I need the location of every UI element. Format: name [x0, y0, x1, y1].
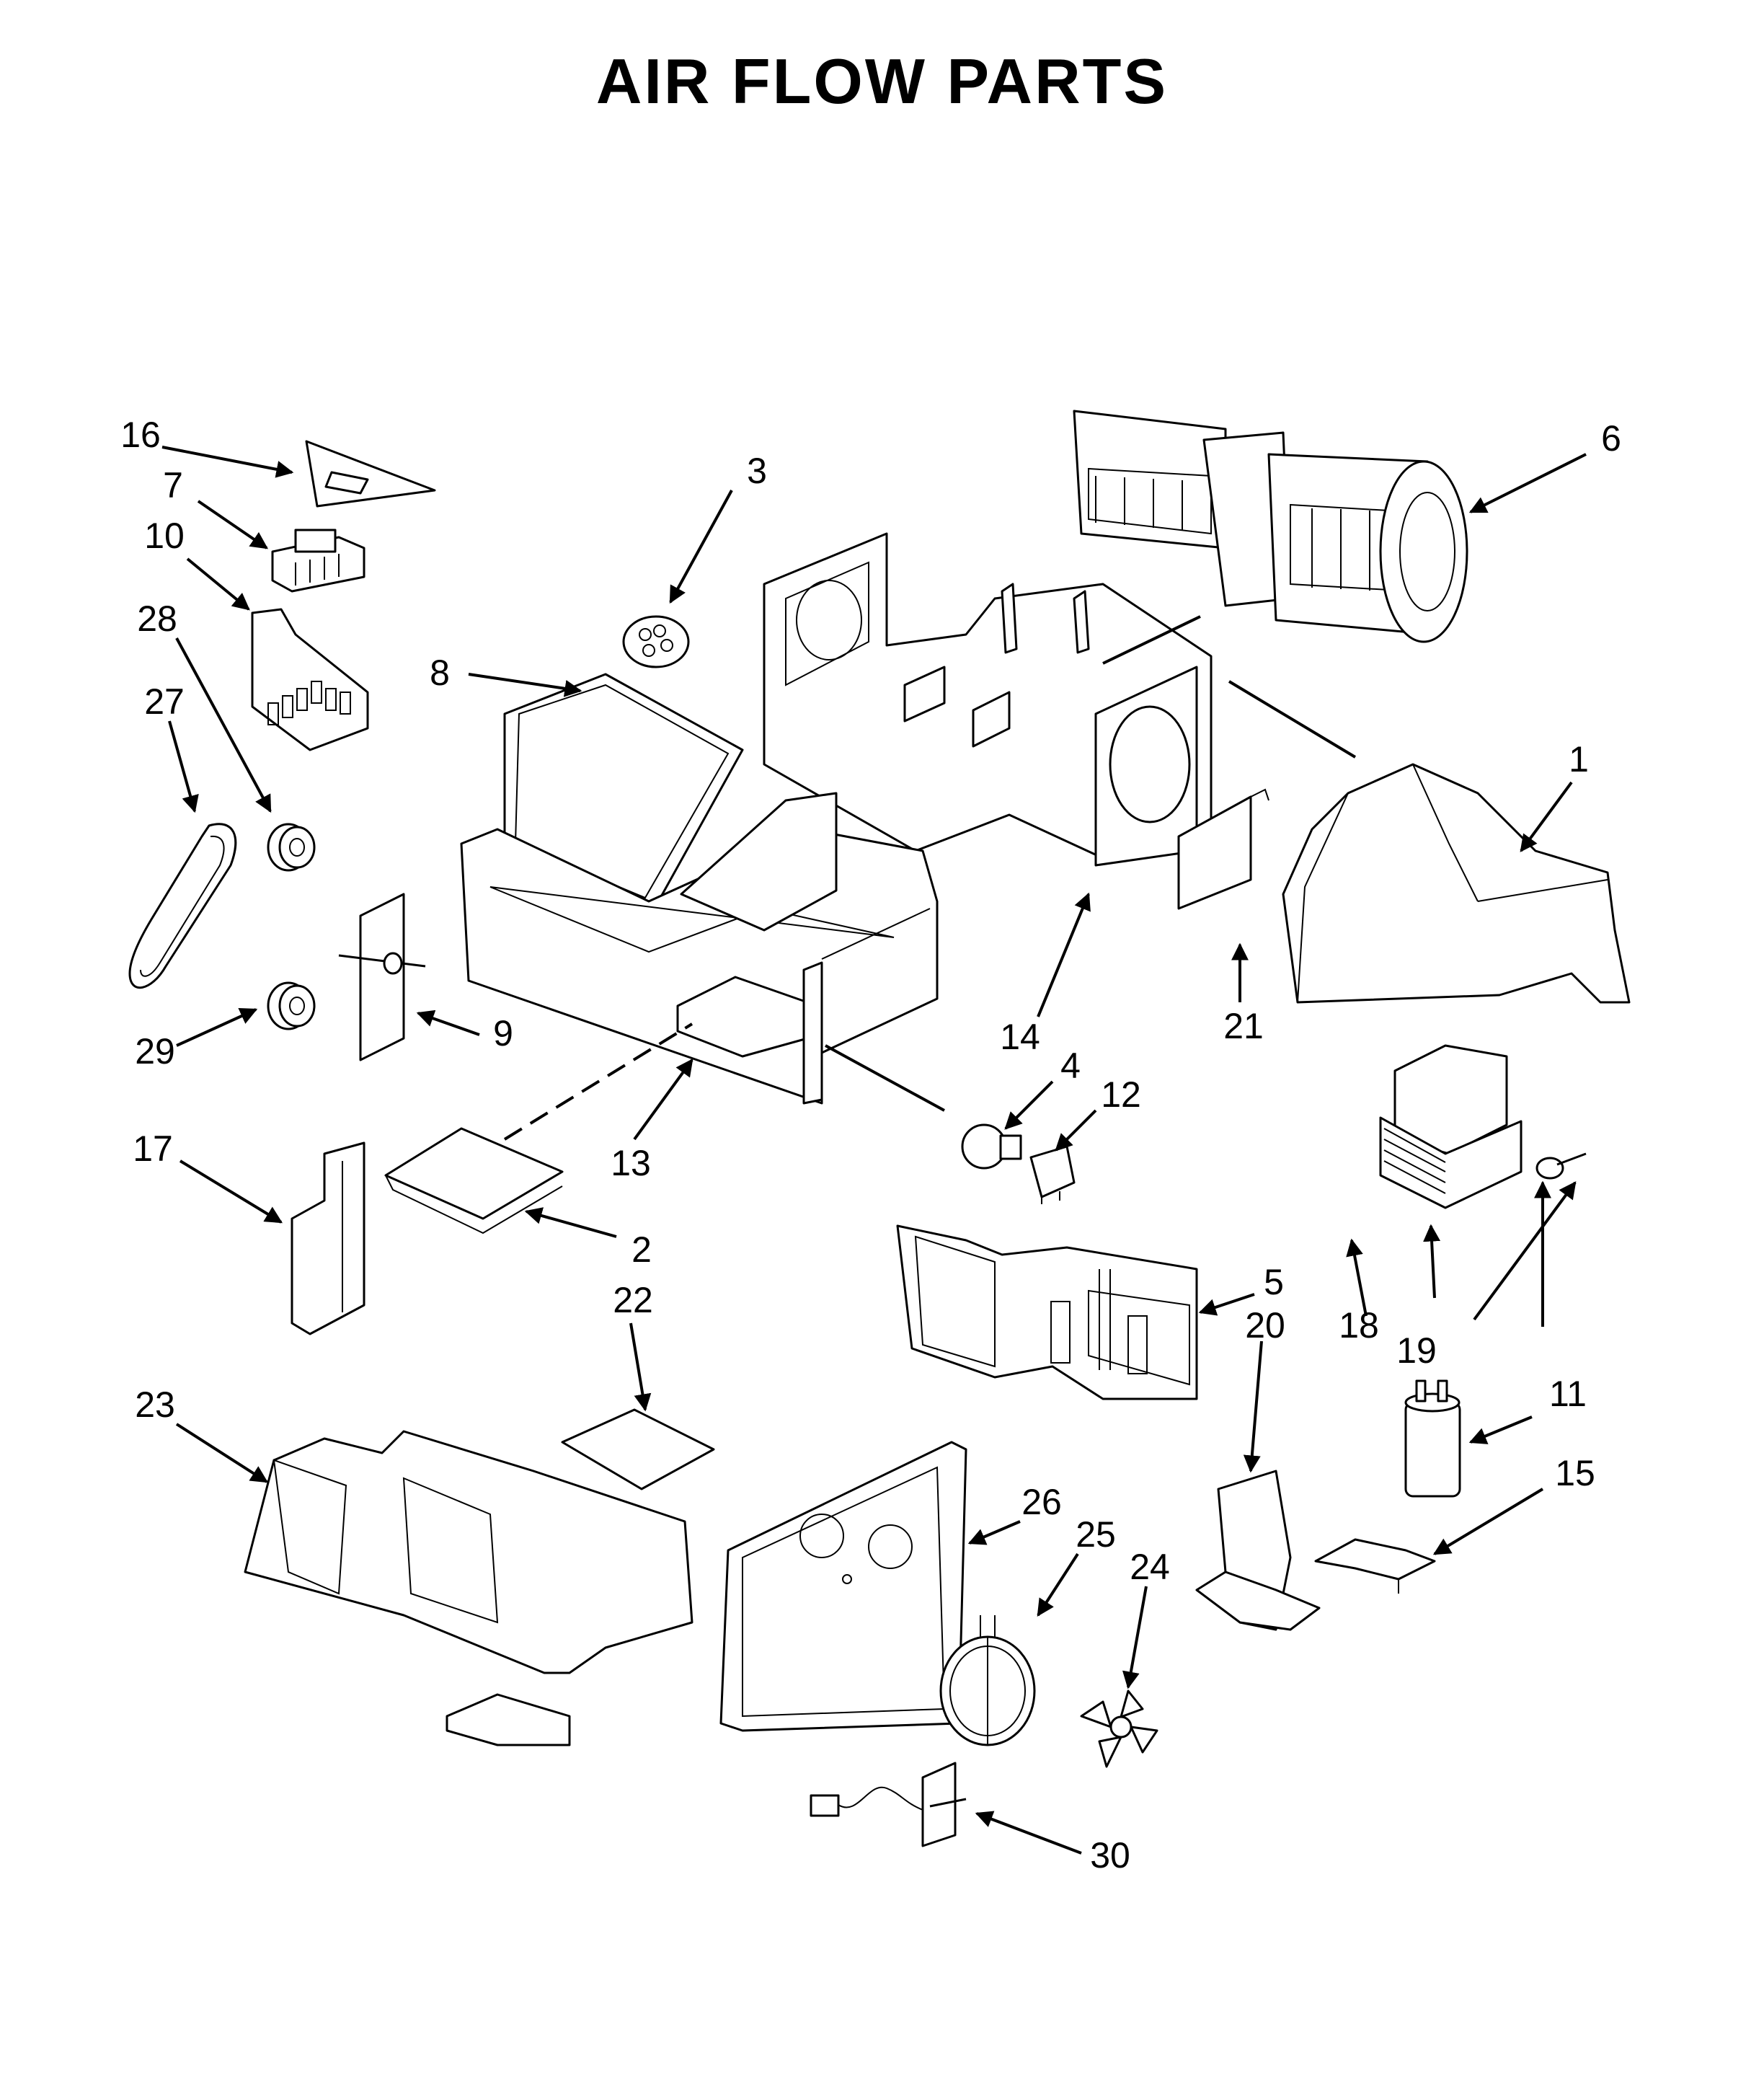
part-7-drawing — [271, 529, 365, 593]
page-title: AIR FLOW PARTS — [595, 45, 1169, 117]
callout-9: 9 — [493, 1013, 513, 1053]
callout-20: 20 — [1245, 1305, 1285, 1346]
part-1-drawing — [1282, 763, 1631, 1004]
callout-10: 10 — [144, 516, 185, 556]
callout-17: 17 — [133, 1128, 173, 1169]
part-6-drawing — [1073, 410, 1468, 643]
part-30-drawing — [810, 1762, 967, 1847]
part-24-drawing — [1080, 1689, 1158, 1768]
callout-2: 2 — [631, 1229, 652, 1270]
part-5-drawing — [896, 1224, 1198, 1400]
part-20-drawing — [1195, 1470, 1321, 1631]
part-8-drawing — [503, 673, 744, 914]
part-13-drawing — [460, 792, 939, 1105]
leader-lines — [161, 446, 1587, 1855]
part-19-drawing — [1535, 1152, 1587, 1180]
callout-15: 15 — [1555, 1453, 1595, 1493]
callout-6: 6 — [1601, 418, 1621, 459]
part-12-drawing — [1029, 1145, 1076, 1204]
part-18-drawing — [1379, 1044, 1523, 1209]
part-29-drawing — [267, 981, 316, 1030]
callout-24: 24 — [1130, 1547, 1170, 1587]
callout-13: 13 — [611, 1143, 651, 1183]
callout-28: 28 — [137, 598, 177, 639]
part-14-drawing — [763, 532, 1213, 867]
callout-1: 1 — [1569, 739, 1589, 779]
part-9-drawing — [338, 893, 426, 1061]
callout-23: 23 — [135, 1384, 175, 1425]
part-25-drawing — [939, 1615, 1036, 1746]
part-3-drawing — [622, 615, 690, 668]
part-21-drawing — [1177, 788, 1269, 910]
callout-8: 8 — [430, 653, 450, 693]
callout-27: 27 — [144, 681, 185, 722]
part-22-drawing — [561, 1408, 715, 1490]
callout-18: 18 — [1339, 1305, 1379, 1346]
part-15-drawing — [1314, 1538, 1436, 1594]
callout-labels: 16 7 10 28 27 29 9 3 8 6 1 21 14 4 12 13… — [120, 415, 1621, 1876]
part-11-drawing — [1404, 1379, 1461, 1498]
part-16-drawing — [305, 440, 436, 508]
part-26-drawing — [719, 1441, 967, 1732]
part-2-drawing — [384, 1127, 564, 1234]
callout-3: 3 — [747, 451, 767, 491]
part-10-drawing — [251, 608, 369, 751]
part-17-drawing — [291, 1141, 365, 1335]
callout-12: 12 — [1101, 1074, 1141, 1115]
callout-29: 29 — [135, 1031, 175, 1072]
callout-7: 7 — [163, 465, 183, 505]
part-28-drawing — [267, 823, 316, 872]
part-4-drawing — [961, 1123, 1022, 1170]
callout-4: 4 — [1060, 1046, 1081, 1086]
callout-25: 25 — [1076, 1514, 1116, 1555]
part-23-drawing — [244, 1430, 693, 1746]
part-27-drawing — [128, 823, 237, 989]
callout-21: 21 — [1223, 1006, 1264, 1046]
callout-26: 26 — [1021, 1482, 1062, 1522]
callout-22: 22 — [613, 1280, 653, 1320]
callout-16: 16 — [120, 415, 161, 455]
callout-14: 14 — [1000, 1017, 1040, 1057]
callout-5: 5 — [1264, 1262, 1284, 1302]
callout-11: 11 — [1549, 1374, 1587, 1414]
callout-30: 30 — [1090, 1835, 1130, 1876]
callout-19: 19 — [1396, 1330, 1437, 1371]
